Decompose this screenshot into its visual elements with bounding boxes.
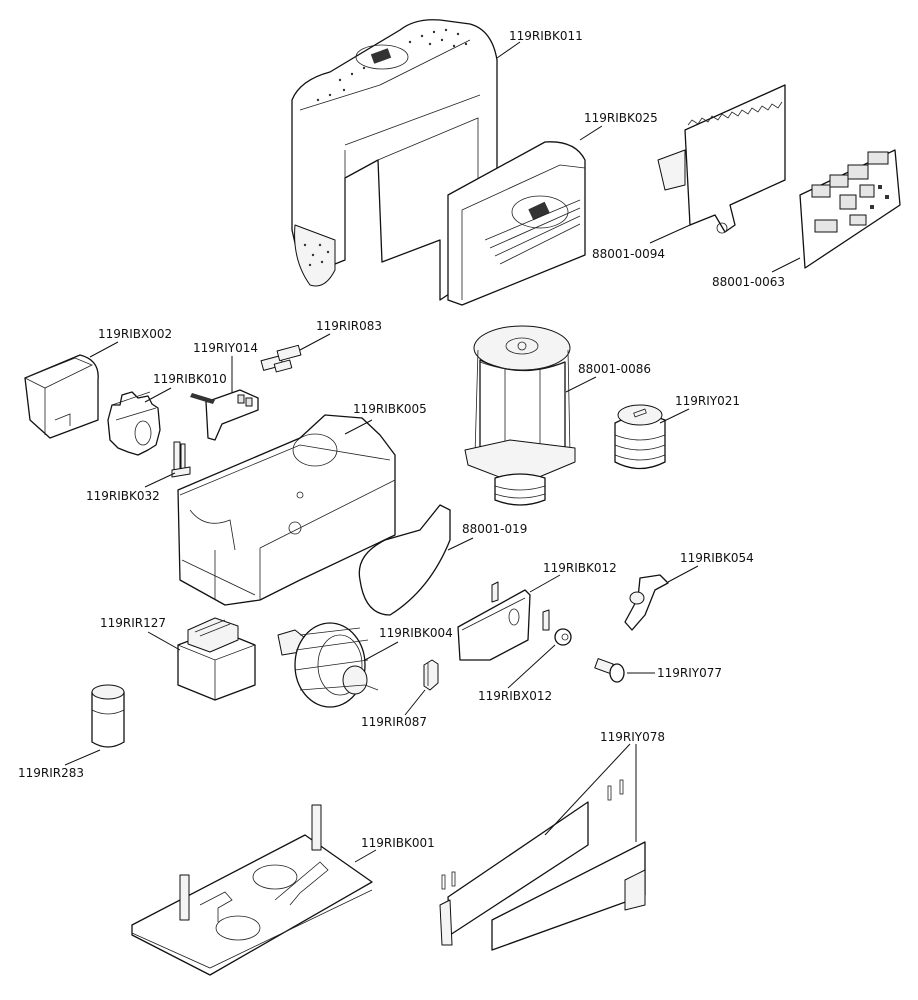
part-control-board bbox=[799, 149, 901, 269]
part-cover bbox=[291, 19, 498, 301]
label-119RIY077: 119RIY077 bbox=[657, 666, 722, 680]
label-88001-0094: 88001-0094 bbox=[592, 247, 665, 261]
part-capacitor bbox=[91, 684, 125, 748]
part-housing bbox=[177, 414, 396, 606]
part-gasket bbox=[358, 504, 451, 616]
part-lock-cylinder bbox=[542, 609, 572, 646]
leader-119RIBK025 bbox=[579, 125, 603, 141]
leader-119RIR283 bbox=[64, 749, 101, 766]
part-release-cover bbox=[457, 581, 531, 661]
leader-119RIR083 bbox=[299, 333, 331, 351]
leader-88001-019 bbox=[447, 537, 474, 551]
label-88001-0063: 88001-0063 bbox=[712, 275, 785, 289]
leader-119RIBK011 bbox=[496, 41, 521, 59]
leader-119RIR087 bbox=[404, 689, 426, 716]
label-119RIBK005: 119RIBK005 bbox=[353, 402, 427, 416]
leader-88001-0063 bbox=[771, 257, 801, 273]
label-119RIBK025: 119RIBK025 bbox=[584, 111, 658, 125]
part-transformer bbox=[177, 617, 256, 701]
label-119RIBK010: 119RIBK010 bbox=[153, 372, 227, 386]
label-119RIY021: 119RIY021 bbox=[675, 394, 740, 408]
label-119RIY078: 119RIY078 bbox=[600, 730, 665, 744]
part-base-plate bbox=[131, 804, 373, 976]
label-119RIBX012: 119RIBX012 bbox=[478, 689, 552, 703]
part-labels: 119RIBK011 119RIBK025 88001-0094 88001-0… bbox=[18, 29, 785, 850]
leader-119RIBK004 bbox=[364, 641, 399, 661]
leader-119RIBK054 bbox=[667, 565, 699, 583]
leader-119RIBX012 bbox=[507, 644, 556, 689]
part-key bbox=[594, 658, 625, 683]
label-119RIBX002: 119RIBX002 bbox=[98, 327, 172, 341]
label-119RIR083: 119RIR083 bbox=[316, 319, 382, 333]
leader-119RIY078-a bbox=[544, 743, 631, 836]
leader-119RIY021 bbox=[659, 408, 690, 424]
label-119RIBK004: 119RIBK004 bbox=[379, 626, 453, 640]
leader-119RIBK001 bbox=[354, 849, 377, 863]
part-pin bbox=[171, 441, 191, 478]
leader-88001-0086 bbox=[565, 376, 597, 393]
label-119RIBK012: 119RIBK012 bbox=[543, 561, 617, 575]
part-front-cover bbox=[447, 141, 586, 306]
leader-88001-0094 bbox=[649, 224, 691, 244]
label-119RIY014: 119RIY014 bbox=[193, 341, 258, 355]
part-motor bbox=[464, 325, 576, 506]
label-88001-019: 88001-019 bbox=[462, 522, 527, 536]
leader-119RIBX002 bbox=[89, 341, 119, 358]
part-worm-screw bbox=[614, 404, 666, 470]
part-connector-small bbox=[423, 659, 439, 691]
label-119RIBK001: 119RIBK001 bbox=[361, 836, 435, 850]
leader-119RIBK012 bbox=[529, 574, 561, 593]
label-119RIR283: 119RIR283 bbox=[18, 766, 84, 780]
label-119RIR127: 119RIR127 bbox=[100, 616, 166, 630]
part-terminal-block bbox=[190, 389, 259, 441]
label-119RIR087: 119RIR087 bbox=[361, 715, 427, 729]
leader-119RIR127 bbox=[147, 631, 181, 651]
label-88001-0086: 88001-0086 bbox=[578, 362, 651, 376]
leader-119RIBK010 bbox=[144, 387, 172, 403]
part-limit-plates bbox=[439, 779, 646, 951]
part-connectors bbox=[260, 344, 302, 373]
label-119RIBK054: 119RIBK054 bbox=[680, 551, 754, 565]
part-pinion-gear bbox=[107, 391, 161, 456]
label-119RIBK011: 119RIBK011 bbox=[509, 29, 583, 43]
leader-lines bbox=[64, 41, 801, 863]
part-gear-wheel bbox=[277, 622, 379, 708]
part-release-lever bbox=[624, 574, 669, 631]
part-side-cap bbox=[24, 354, 99, 439]
label-119RIBK032: 119RIBK032 bbox=[86, 489, 160, 503]
leader-119RIBK005 bbox=[344, 419, 373, 435]
part-board-bracket bbox=[657, 84, 786, 234]
leader-119RIBK032 bbox=[144, 472, 176, 488]
